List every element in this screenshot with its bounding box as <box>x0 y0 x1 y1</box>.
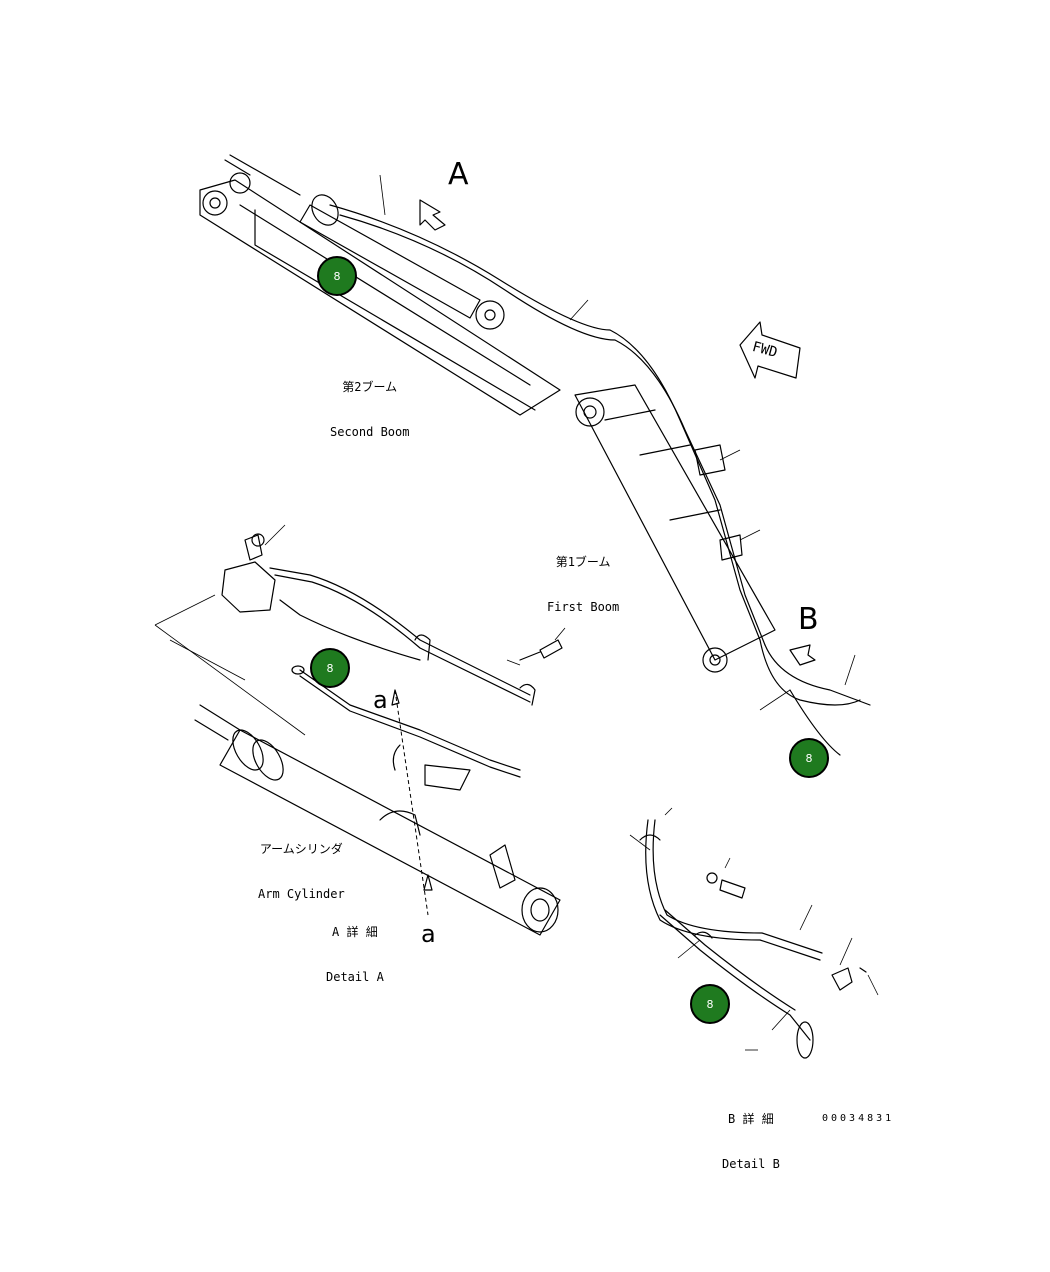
detail-b-drawing <box>629 807 879 1059</box>
view-b-label: B <box>798 602 819 637</box>
first-boom-label: 第1ブーム First Boom <box>547 525 619 645</box>
part-callout-8-detail-a[interactable]: 8 <box>310 648 350 688</box>
section-a-top-label: a <box>373 686 388 714</box>
view-a-arrow-icon <box>419 199 446 231</box>
drawing-code: 00034831 <box>822 1113 895 1124</box>
second-boom-label-jp: 第2ブーム <box>342 380 398 394</box>
first-boom-drawing <box>574 384 871 756</box>
detail-b-label-jp: B 詳 細 <box>728 1112 774 1126</box>
detail-a-label: A 詳 細 Detail A <box>326 895 384 1015</box>
detail-b-label-en: Detail B <box>722 1157 780 1171</box>
detail-a-label-jp: A 詳 細 <box>332 925 378 939</box>
arm-cylinder-label: アームシリンダ Arm Cylinder <box>258 812 345 932</box>
part-callout-8-second-boom[interactable]: 8 <box>317 256 357 296</box>
second-boom-drawing <box>199 154 766 646</box>
section-a-bottom-label: a <box>421 920 436 948</box>
arm-cylinder-label-en: Arm Cylinder <box>258 887 345 901</box>
part-callout-8-detail-b[interactable]: 8 <box>690 984 730 1024</box>
arm-cylinder-label-jp: アームシリンダ <box>259 842 343 856</box>
part-callout-8-first-boom[interactable]: 8 <box>789 738 829 778</box>
second-boom-label: 第2ブーム Second Boom <box>330 350 409 470</box>
fwd-arrow-shape <box>739 321 801 379</box>
detail-b-label: B 詳 細 Detail B <box>722 1082 780 1202</box>
first-boom-label-jp: 第1ブーム <box>555 555 611 569</box>
detail-a-drawing <box>154 524 566 936</box>
view-b-arrow-icon <box>789 644 816 666</box>
second-boom-label-en: Second Boom <box>330 425 410 439</box>
detail-a-label-en: Detail A <box>326 970 384 984</box>
first-boom-label-en: First Boom <box>547 600 620 614</box>
view-a-label: A <box>448 157 469 192</box>
